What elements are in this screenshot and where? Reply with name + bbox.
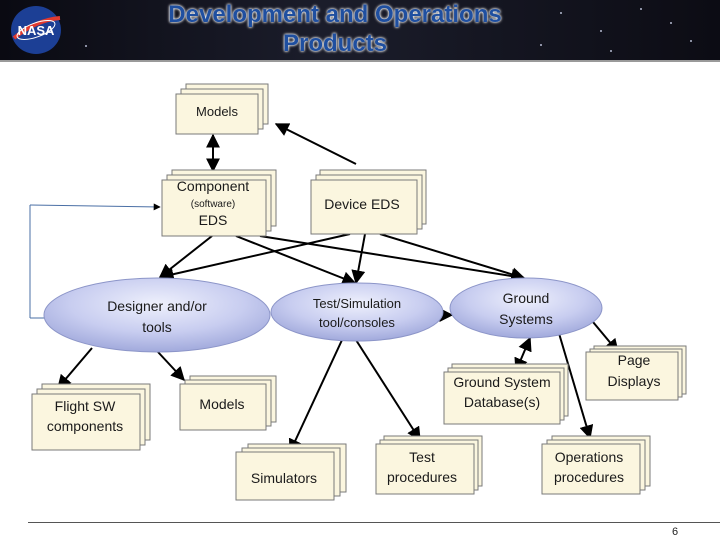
svg-text:Models: Models <box>199 396 244 412</box>
svg-text:tool/consoles: tool/consoles <box>319 315 395 330</box>
svg-text:(software): (software) <box>191 199 235 210</box>
svg-text:Database(s): Database(s) <box>464 394 540 410</box>
document-simulators: Simulators <box>236 444 346 500</box>
svg-text:Simulators: Simulators <box>251 470 317 486</box>
arrow-testsim-to-testproc <box>356 340 420 440</box>
document-page-displays: Page Displays <box>586 346 686 400</box>
arrow-device-to-models <box>276 124 356 164</box>
document-device-eds: Device EDS <box>311 170 426 234</box>
svg-text:Designer and/or: Designer and/or <box>107 298 207 314</box>
svg-text:EDS: EDS <box>199 212 228 228</box>
document-component-eds: Component (software) EDS <box>162 170 276 236</box>
svg-text:components: components <box>47 418 123 434</box>
svg-text:Test/Simulation: Test/Simulation <box>313 296 401 311</box>
arrow-device-to-ground <box>380 234 524 278</box>
document-models-bottom: Models <box>180 376 276 430</box>
svg-text:Displays: Displays <box>608 373 661 389</box>
tool-test-simulation: Test/Simulation tool/consoles <box>271 283 443 341</box>
svg-text:Operations: Operations <box>555 449 623 465</box>
svg-text:Ground: Ground <box>503 290 550 306</box>
arrow-testsim-to-simulators <box>290 340 342 452</box>
svg-text:Page: Page <box>618 352 651 368</box>
document-models-top: Models <box>176 84 268 134</box>
svg-text:Ground System: Ground System <box>453 374 550 390</box>
arrow-designer-to-flightsw <box>58 348 92 388</box>
document-ground-system-database: Ground System Database(s) <box>444 364 568 424</box>
document-operations-procedures: Operations procedures <box>542 436 650 494</box>
svg-text:Component: Component <box>177 178 249 194</box>
svg-text:procedures: procedures <box>387 469 457 485</box>
tool-ground-systems: Ground Systems <box>450 278 602 338</box>
svg-text:Device EDS: Device EDS <box>324 196 399 212</box>
svg-text:Systems: Systems <box>499 311 553 327</box>
arrow-designer-to-models <box>158 352 184 380</box>
tool-designer: Designer and/or tools <box>44 278 270 352</box>
svg-text:procedures: procedures <box>554 469 624 485</box>
page-number: 6 <box>672 526 678 538</box>
svg-text:Models: Models <box>196 104 238 119</box>
svg-text:Test: Test <box>409 449 435 465</box>
svg-text:tools: tools <box>142 319 172 335</box>
document-test-procedures: Test procedures <box>376 436 482 494</box>
svg-text:Flight SW: Flight SW <box>55 398 116 414</box>
footer-divider <box>28 522 720 523</box>
arrow-component-to-ground <box>260 236 524 278</box>
arrow-device-to-testsim <box>356 234 365 283</box>
document-flight-sw-components: Flight SW components <box>32 384 150 450</box>
arrow-component-to-testsim <box>236 236 355 283</box>
